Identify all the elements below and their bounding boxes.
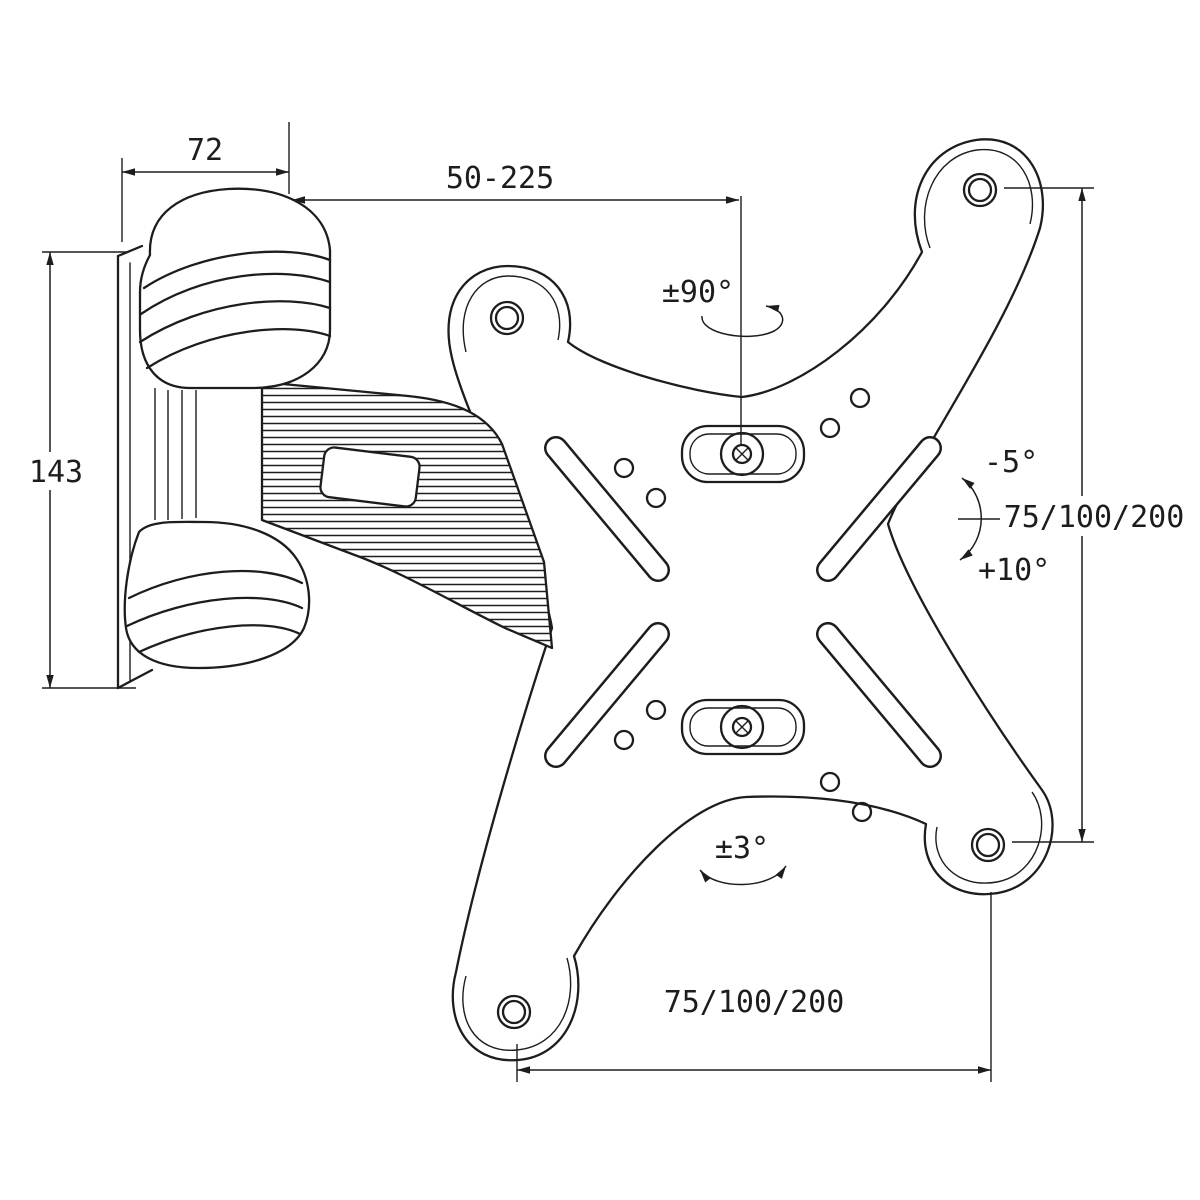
dimension-height: 143 bbox=[24, 251, 136, 689]
hinge-column bbox=[154, 388, 197, 520]
vesa-vertical-label: 75/100/200 bbox=[1004, 500, 1185, 535]
tilt-angle-annotation: -5° +10° bbox=[958, 445, 1050, 588]
tilt-down-label: +10° bbox=[978, 553, 1050, 588]
small-holes bbox=[613, 387, 873, 823]
vesa-diagonal-slots bbox=[544, 436, 942, 768]
top-cover-ribs bbox=[138, 250, 332, 370]
depth-label: 72 bbox=[187, 133, 223, 168]
vesa-horizontal-label: 75/100/200 bbox=[664, 985, 845, 1020]
dimension-vesa-vertical: 75/100/200 bbox=[996, 187, 1194, 843]
extension-label: 50-225 bbox=[446, 161, 554, 196]
dimension-depth: 72 bbox=[121, 122, 290, 242]
bracket-top-cover bbox=[138, 187, 332, 390]
dimension-extension: 50-225 bbox=[292, 161, 739, 204]
screw-lower bbox=[719, 704, 765, 750]
arm-opening bbox=[319, 446, 421, 508]
dimension-vesa-horizontal: 75/100/200 bbox=[516, 892, 992, 1082]
height-label: 143 bbox=[29, 455, 83, 490]
level-adjust-label: ±3° bbox=[715, 831, 769, 866]
swivel-angle-label: ±90° bbox=[662, 275, 734, 310]
tilt-up-label: -5° bbox=[984, 445, 1038, 480]
screw-upper bbox=[719, 431, 765, 477]
wall-bracket bbox=[116, 187, 332, 690]
articulating-arm bbox=[260, 380, 554, 650]
level-angle-annotation: ±3° bbox=[699, 831, 787, 886]
swivel-angle-annotation: ±90° bbox=[662, 196, 784, 444]
bottom-cover-ribs bbox=[125, 569, 304, 654]
center-slot-upper bbox=[680, 424, 806, 484]
center-slot-lower bbox=[680, 698, 806, 756]
vesa-plate-outline bbox=[447, 138, 1054, 1062]
vesa-plate bbox=[447, 138, 1054, 1062]
bracket-bottom-cover bbox=[123, 520, 311, 670]
corner-mounting-holes bbox=[489, 172, 1006, 1030]
